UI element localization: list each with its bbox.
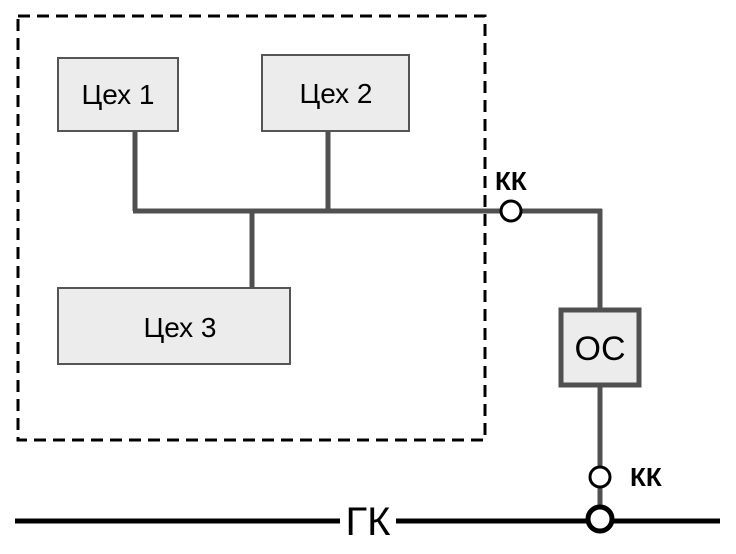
workshop-3: Цех 3 [57,287,291,365]
treatment-facility: ОС [558,307,642,388]
control-point-lower-icon [588,465,612,489]
collector-label: ГК [346,500,392,544]
workshop-1-label: Цех 1 [81,79,154,110]
workshop-2-label: Цех 2 [299,78,372,109]
workshop-3-label: Цех 3 [143,312,216,343]
pipe-network [132,131,603,507]
control-point-upper-icon [499,199,523,223]
treatment-label: ОС [575,330,626,368]
collector-junction-icon [585,504,615,534]
workshop-1: Цех 1 [57,57,179,132]
control-point-upper-label: КК [495,166,527,196]
control-point-lower-label: КК [630,462,662,492]
plant-boundary [16,14,487,442]
workshop-2: Цех 2 [261,54,410,132]
